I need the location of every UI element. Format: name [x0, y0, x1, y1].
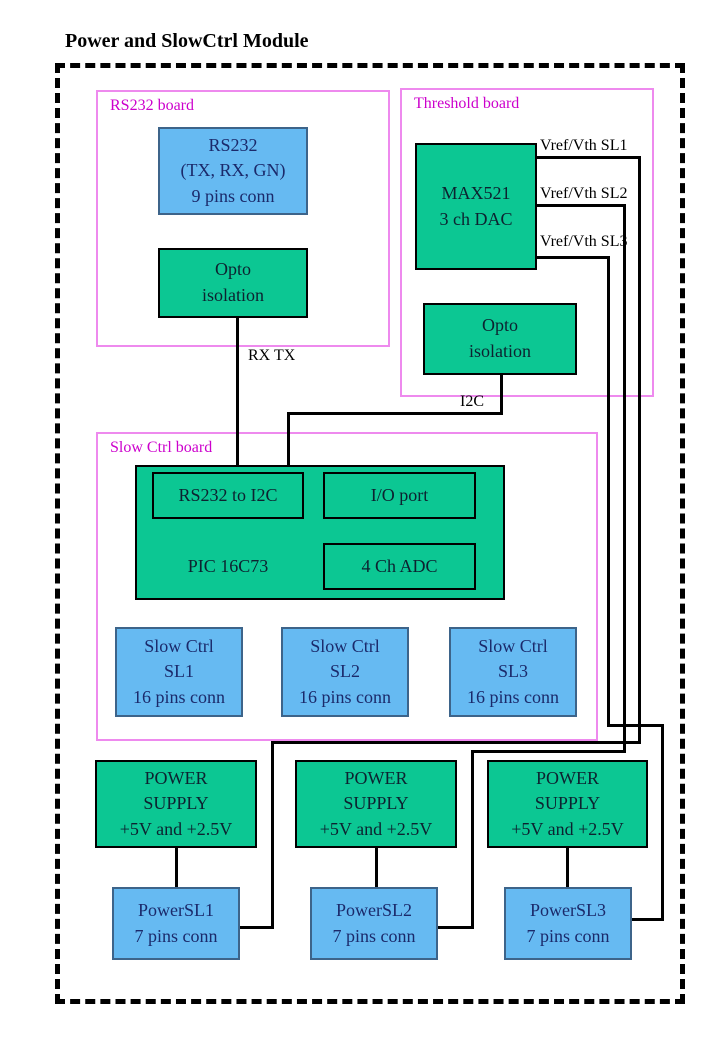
ps1-line: POWER — [144, 767, 208, 788]
rs232-conn-box: RS232 (TX, RX, GN) 9 pins conn — [158, 127, 308, 215]
wire-label-vref-sl2: Vref/Vth SL2 — [540, 185, 628, 202]
slowctrl-sl2-line: SL2 — [329, 661, 360, 682]
pic16c73-label: PIC 16C73 — [187, 555, 269, 576]
wire-rxtx — [236, 318, 239, 465]
slowctrl-sl1-line: 16 pins conn — [133, 686, 225, 707]
wire-vref-sl3-v2 — [661, 724, 664, 921]
slowctrl-sl3-line: 16 pins conn — [467, 686, 559, 707]
ps2-line: +5V and +2.5V — [319, 818, 433, 839]
slowctrl-sl1-line: Slow Ctrl — [144, 635, 214, 656]
power-sl2-line: 7 pins conn — [332, 925, 416, 946]
wire-vref-sl2-v1 — [623, 204, 626, 753]
opto-line: Opto — [215, 259, 251, 280]
wire-vref-sl3-h3 — [632, 918, 663, 921]
wire-vref-sl2-h2 — [471, 750, 625, 753]
adc-box: 4 Ch ADC — [323, 543, 476, 590]
wire-ps3-powersl3 — [566, 848, 569, 887]
slowctrl-sl2-line: 16 pins conn — [299, 686, 391, 707]
wire-label-i2c: I2C — [460, 393, 484, 410]
slowctrl-sl2-conn-box: Slow Ctrl SL2 16 pins conn — [281, 627, 409, 717]
wire-i2c-h — [287, 412, 503, 415]
rs232-conn-line: 9 pins conn — [191, 185, 275, 206]
rs232-board-label: RS232 board — [110, 97, 194, 114]
opto-line: isolation — [469, 341, 531, 361]
wire-vref-sl1-h3 — [240, 926, 273, 929]
io-port-box: I/O port — [323, 472, 476, 519]
rs232-to-i2c-label: RS232 to I2C — [178, 484, 278, 505]
ps1-line: SUPPLY — [143, 793, 209, 814]
power-supply-1-box: POWER SUPPLY +5V and +2.5V — [95, 760, 257, 848]
wire-vref-sl3-h2 — [607, 724, 664, 727]
power-sl2-conn-box: PowerSL2 7 pins conn — [310, 887, 438, 960]
power-sl1-conn-box: PowerSL1 7 pins conn — [112, 887, 240, 960]
wire-i2c-v1 — [500, 375, 503, 415]
opto-line: isolation — [202, 285, 264, 305]
rs232-to-i2c-box: RS232 to I2C — [152, 472, 304, 519]
power-sl3-line: 7 pins conn — [526, 925, 610, 946]
threshold-board-label: Threshold board — [414, 95, 520, 112]
adc-label: 4 Ch ADC — [361, 555, 438, 576]
rs232-conn-line: RS232 — [208, 134, 258, 155]
io-port-label: I/O port — [370, 484, 429, 505]
ps2-line: SUPPLY — [343, 793, 409, 814]
pic16c73-box: RS232 to I2C I/O port PIC 16C73 4 Ch ADC — [135, 465, 505, 600]
module-dashed-frame — [55, 63, 685, 1004]
rs232-opto-isolation-box: Opto isolation — [158, 248, 308, 318]
slowctrl-sl1-line: SL1 — [163, 661, 194, 682]
slowctrl-sl3-line: Slow Ctrl — [478, 635, 548, 656]
power-sl2-line: PowerSL2 — [336, 899, 412, 920]
pic16c73-label-area: PIC 16C73 — [152, 543, 304, 590]
ps3-line: SUPPLY — [534, 793, 601, 814]
opto-line: Opto — [482, 315, 518, 336]
wire-label-vref-sl1: Vref/Vth SL1 — [540, 137, 628, 154]
slowctrl-sl3-conn-box: Slow Ctrl SL3 16 pins conn — [449, 627, 577, 717]
wire-vref-sl1-h2 — [271, 741, 641, 744]
wire-vref-sl2-h1 — [537, 204, 626, 207]
slowctrl-sl1-conn-box: Slow Ctrl SL1 16 pins conn — [115, 627, 243, 717]
ps3-line: +5V and +2.5V — [511, 818, 624, 839]
slowctrl-sl3-line: SL3 — [497, 661, 528, 682]
wire-vref-sl3-v1 — [607, 256, 610, 727]
rs232-conn-line: (TX, RX, GN) — [180, 160, 286, 181]
ps2-line: POWER — [344, 767, 408, 788]
power-supply-3-box: POWER SUPPLY +5V and +2.5V — [487, 760, 648, 848]
slowctrl-sl2-line: Slow Ctrl — [310, 635, 380, 656]
power-sl3-line: PowerSL3 — [530, 899, 606, 920]
wire-vref-sl1-v2 — [271, 741, 274, 929]
wire-label-vref-sl3: Vref/Vth SL3 — [540, 233, 628, 250]
max521-dac-box: MAX521 3 ch DAC — [415, 143, 537, 270]
power-sl1-line: PowerSL1 — [138, 899, 214, 920]
slowctrl-board-label: Slow Ctrl board — [110, 439, 213, 456]
threshold-opto-isolation-box: Opto isolation — [423, 303, 577, 375]
max521-line: 3 ch DAC — [439, 208, 513, 229]
power-sl3-conn-box: PowerSL3 7 pins conn — [504, 887, 632, 960]
power-sl1-line: 7 pins conn — [134, 925, 218, 946]
page-title: Power and SlowCtrl Module — [65, 30, 309, 52]
wire-ps1-powersl1 — [175, 848, 178, 887]
wire-vref-sl2-v2 — [471, 750, 474, 929]
wire-i2c-v2 — [287, 412, 290, 465]
wire-label-rxtx: RX TX — [248, 347, 296, 364]
wire-vref-sl1-v1 — [638, 156, 641, 744]
max521-line: MAX521 — [441, 182, 511, 203]
power-supply-2-box: POWER SUPPLY +5V and +2.5V — [295, 760, 457, 848]
wire-ps2-powersl2 — [375, 848, 378, 887]
wire-vref-sl1-h1 — [537, 156, 641, 159]
ps1-line: +5V and +2.5V — [119, 818, 233, 839]
wire-vref-sl2-h3 — [438, 926, 473, 929]
wire-vref-sl3-h1 — [537, 256, 610, 259]
ps3-line: POWER — [536, 767, 599, 788]
